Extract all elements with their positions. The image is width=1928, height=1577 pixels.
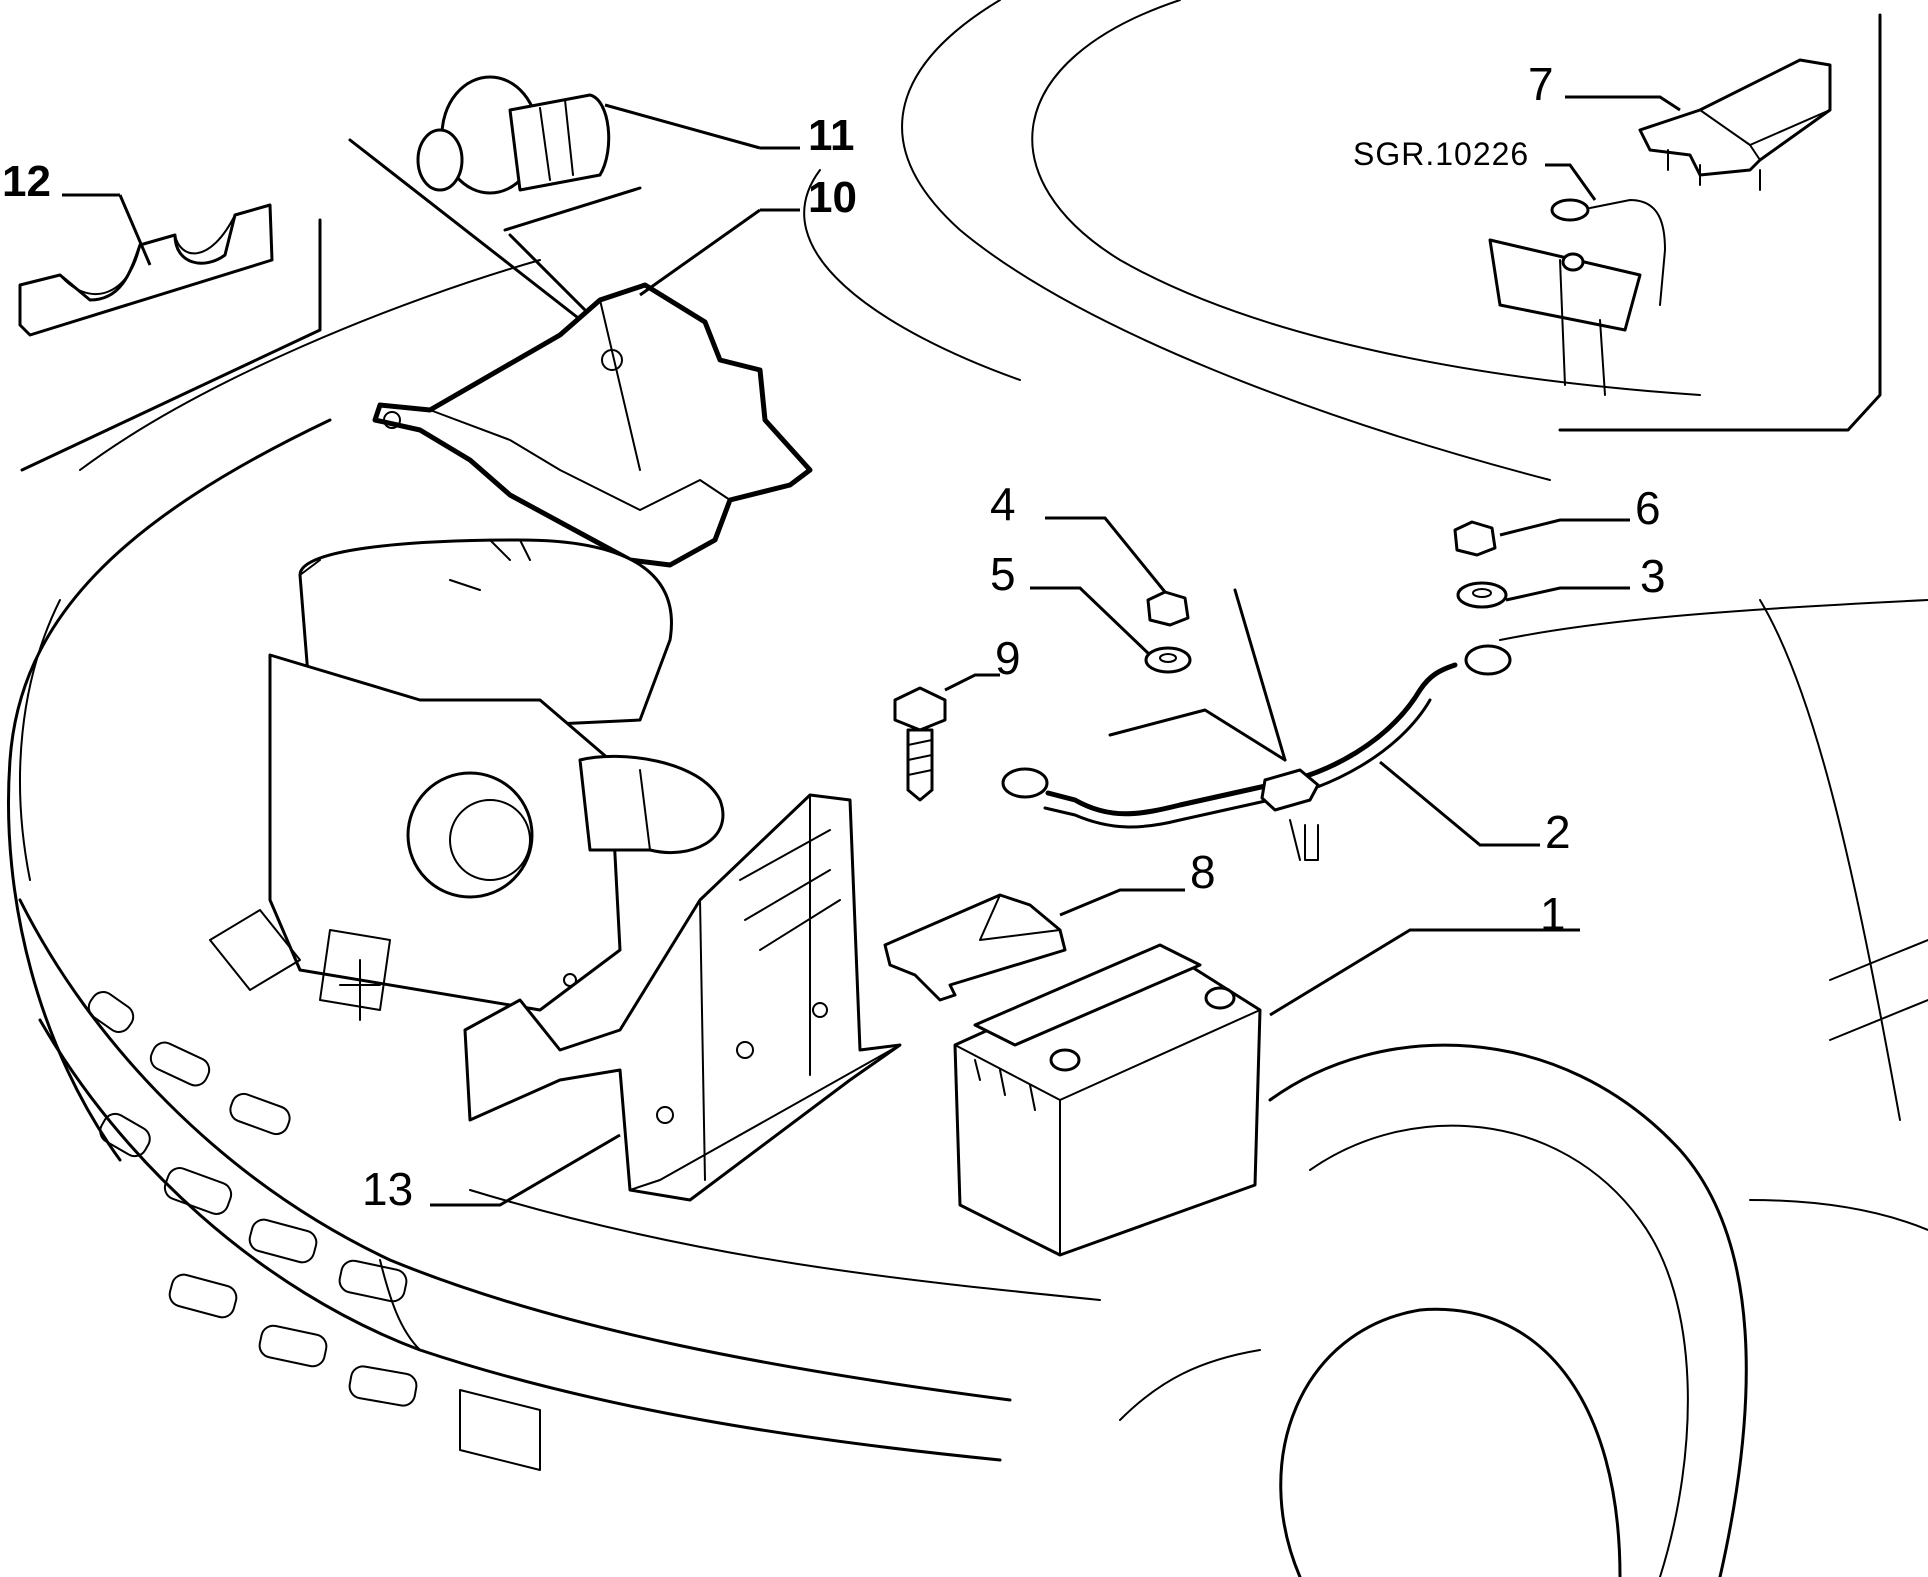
callout-labels: 1 2 3 4 5 6 7 8 9 10 11 12 13 SGR.10226 bbox=[2, 58, 1666, 1215]
part-1-battery bbox=[953, 928, 1580, 1257]
callout-2: 2 bbox=[1545, 806, 1571, 858]
part-10-bracket-tray bbox=[372, 208, 813, 568]
callout-4: 4 bbox=[990, 478, 1016, 530]
callout-8: 8 bbox=[1190, 846, 1216, 898]
callout-5: 5 bbox=[990, 548, 1016, 600]
parts-6-3-nut-washer bbox=[1453, 518, 1630, 609]
part-12-clamp bbox=[18, 203, 322, 472]
callout-6: 6 bbox=[1635, 482, 1661, 534]
part-9-screw bbox=[893, 673, 1000, 802]
parts-4-5-nut-washer bbox=[1030, 516, 1192, 674]
callout-11: 11 bbox=[808, 111, 855, 160]
reference-code: SGR.10226 bbox=[1353, 136, 1529, 172]
callout-12: 12 bbox=[2, 157, 51, 206]
part-11-grommet bbox=[348, 75, 800, 337]
part-2-ground-cable bbox=[1001, 588, 1540, 861]
car-body-outline bbox=[6, 0, 1928, 1577]
part-13-battery-support bbox=[430, 793, 902, 1207]
callout-7: 7 bbox=[1528, 58, 1554, 110]
callout-1: 1 bbox=[1540, 888, 1566, 940]
callout-9: 9 bbox=[995, 632, 1021, 684]
callout-13: 13 bbox=[362, 1163, 413, 1215]
part-8-clamp-plate bbox=[883, 888, 1185, 1002]
callout-10: 10 bbox=[808, 173, 857, 222]
callout-3: 3 bbox=[1640, 550, 1666, 602]
inset-part-7 bbox=[1488, 13, 1882, 432]
engine-component bbox=[209, 538, 725, 1021]
grille-slots bbox=[87, 991, 418, 1407]
